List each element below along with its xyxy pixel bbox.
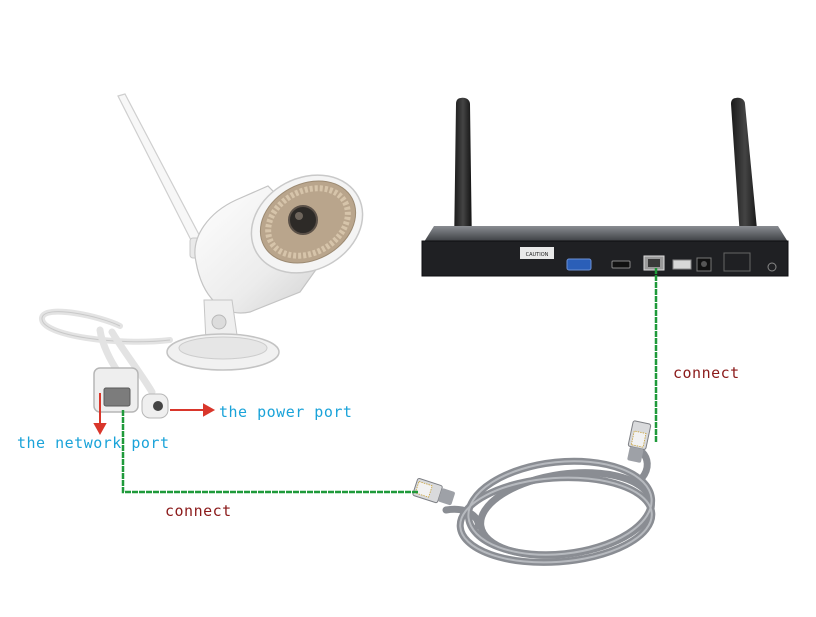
nvr-recorder-icon: CAUTION bbox=[421, 97, 789, 277]
connect-label-bottom: connect bbox=[165, 502, 232, 520]
power-port-label: the power port bbox=[219, 403, 353, 421]
ethernet-cable-icon bbox=[412, 420, 656, 566]
network-port-label: the network port bbox=[17, 434, 170, 452]
connect-lines bbox=[121, 268, 658, 494]
bullet-camera-icon bbox=[39, 93, 364, 419]
connect-line-left bbox=[121, 410, 418, 494]
connect-label-right: connect bbox=[673, 364, 740, 382]
pointer-arrows bbox=[93, 393, 216, 436]
caution-sticker-text: CAUTION bbox=[526, 252, 549, 258]
